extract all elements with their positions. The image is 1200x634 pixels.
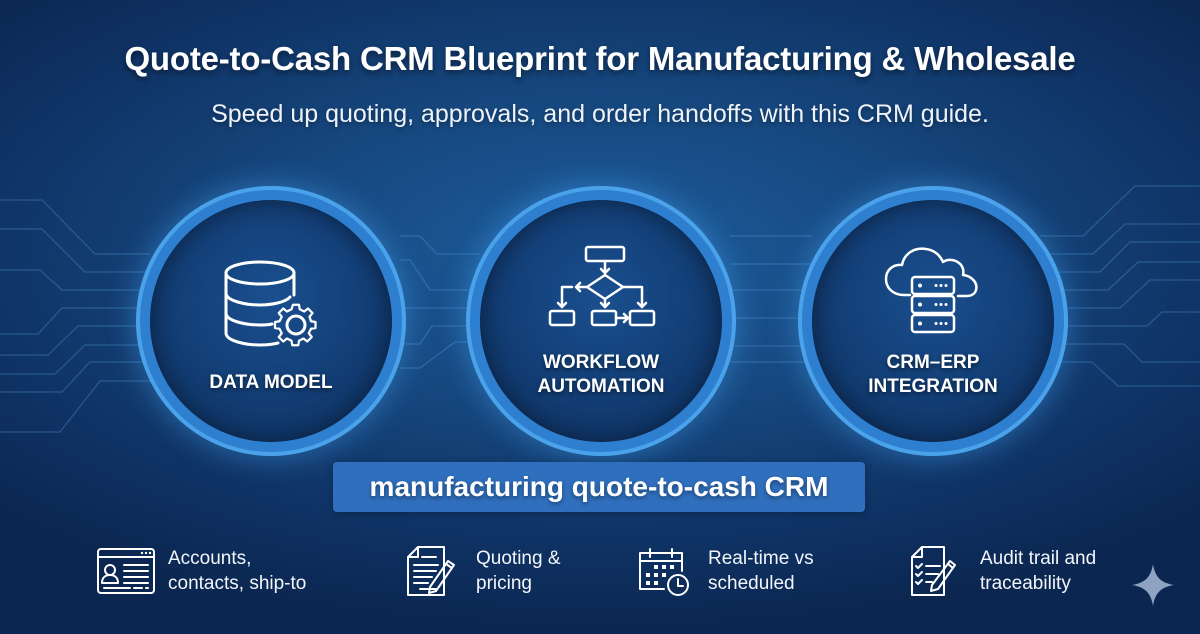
- cloud-server-icon: [884, 247, 978, 334]
- pillar-label: WORKFLOW AUTOMATION: [537, 352, 665, 397]
- flowchart-icon: [548, 245, 656, 327]
- pillar-data-model: DATA MODEL: [150, 200, 392, 442]
- page-subtitle: Speed up quoting, approvals, and order h…: [211, 100, 989, 128]
- database-gear-icon: [224, 260, 317, 347]
- feature-label: Quoting & pricing: [476, 548, 561, 594]
- feature-accounts-contacts: Accounts, contacts, ship-to: [96, 545, 306, 597]
- page-title: Quote-to-Cash CRM Blueprint for Manufact…: [124, 40, 1076, 77]
- pillar-crm-erp-integration: CRM–ERP INTEGRATION: [812, 200, 1054, 442]
- feature-label: Audit trail and traceability: [980, 548, 1097, 594]
- checklist-pen-icon: [911, 546, 956, 596]
- document-pen-icon: [407, 546, 455, 596]
- contact-card-icon: [97, 548, 155, 594]
- feature-quoting-pricing: Quoting & pricing: [404, 545, 561, 597]
- feature-label: Accounts, contacts, ship-to: [168, 548, 307, 594]
- pillar-label: CRM–ERP INTEGRATION: [868, 352, 998, 397]
- pillar-label: DATA MODEL: [209, 372, 333, 393]
- feature-label: Real-time vs scheduled: [708, 548, 814, 594]
- pillar-workflow-automation: WORKFLOW AUTOMATION: [480, 200, 722, 442]
- keyword-banner: manufacturing quote-to-cash CRM: [333, 462, 865, 512]
- feature-real-time-vs-scheduled: Real-time vs scheduled: [636, 545, 814, 597]
- feature-audit-trail: Audit trail and traceability: [908, 545, 1096, 597]
- sparkle-icon: [1132, 564, 1174, 606]
- calendar-clock-icon: [639, 548, 689, 596]
